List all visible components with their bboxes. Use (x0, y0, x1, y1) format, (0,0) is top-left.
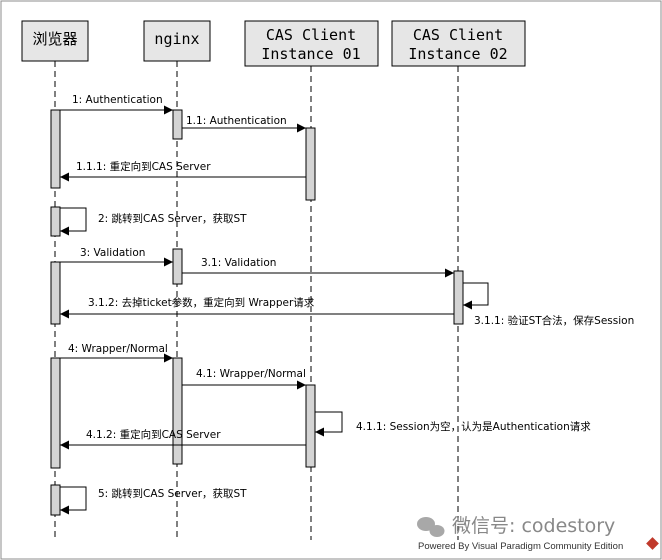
message-3-1: 3.1: Validation (182, 257, 454, 278)
activation-bar (50, 109, 61, 189)
message-label: 1: Authentication (72, 94, 163, 106)
activation-bar (172, 248, 183, 285)
activation-bar (50, 261, 61, 325)
watermark-text: 微信号: codestory (452, 515, 615, 537)
message-5-self: 5: 跳转到CAS Server，获取ST (60, 486, 247, 515)
message-self-arrow (463, 282, 489, 310)
powered-by-text: Powered By Visual Paradigm Community Edi… (418, 541, 623, 552)
activation-bar (453, 270, 464, 325)
participant-box (244, 20, 379, 67)
message-label: 4.1.1: Session为空，认为是Authentication请求 (356, 420, 591, 433)
message-label: 5: 跳转到CAS Server，获取ST (98, 487, 247, 500)
activation-bar (172, 357, 183, 465)
participant-label-line-2: Instance 01 (261, 45, 360, 63)
message-4-1-1-self: 4.1.1: Session为空，认为是Authentication请求 (315, 411, 591, 437)
message-label: 4.1.2: 重定向到CAS Server (86, 428, 221, 441)
participant-box (21, 20, 89, 62)
activation-bar (172, 109, 183, 140)
message-label: 1.1.1: 重定向到CAS Server (76, 160, 211, 173)
message-label: 3.1.2: 去掉ticket参数，重定向到 Wrapper请求 (88, 296, 315, 309)
participant-nginx: nginx (143, 20, 211, 62)
message-4-1: 4.1: Wrapper/Normal (182, 368, 306, 390)
message-label: 3: Validation (80, 247, 145, 259)
wechat-logo-icon (417, 517, 445, 537)
participant-browser: 浏览器 (21, 20, 89, 62)
message-self-arrow (60, 207, 87, 236)
message-3: 3: Validation (60, 247, 173, 267)
message-self-arrow (315, 411, 343, 437)
participant-label: nginx (154, 30, 199, 48)
participant-label-line-1: CAS Client (266, 26, 356, 44)
activation-bar (50, 206, 61, 237)
message-3-1-1-self: 3.1.1: 验证ST合法，保存Session (463, 282, 634, 327)
participant-box (143, 20, 211, 62)
message-1-1: 1.1: Authentication (182, 115, 306, 133)
message-label: 2: 跳转到CAS Server，获取ST (98, 212, 247, 225)
message-4-1-2: 4.1.2: 重定向到CAS Server (60, 428, 306, 450)
activation-bar (305, 127, 316, 201)
message-label: 3.1.1: 验证ST合法，保存Session (474, 314, 634, 327)
message-3-1-2: 3.1.2: 去掉ticket参数，重定向到 Wrapper请求 (60, 296, 454, 319)
message-1-1-1: 1.1.1: 重定向到CAS Server (60, 160, 306, 182)
participant-label-line-1: CAS Client (413, 26, 503, 44)
activation-bar (50, 357, 61, 469)
message-self-arrow (60, 486, 87, 515)
wechat-watermark: 微信号: codestory (417, 515, 615, 537)
participant-cas-client-01: CAS Client Instance 01 (244, 20, 379, 67)
message-label: 4.1: Wrapper/Normal (196, 368, 306, 380)
message-label: 3.1: Validation (201, 257, 276, 269)
activation-bar (305, 384, 316, 468)
message-label: 4: Wrapper/Normal (68, 343, 168, 355)
participant-label: 浏览器 (32, 30, 77, 48)
visual-paradigm-logo-icon (646, 537, 659, 550)
message-1: 1: Authentication (60, 94, 173, 115)
message-4: 4: Wrapper/Normal (60, 343, 173, 363)
participant-label-line-2: Instance 02 (408, 45, 507, 63)
activation-bar (50, 484, 61, 516)
participant-box (391, 20, 526, 67)
participant-cas-client-02: CAS Client Instance 02 (391, 20, 526, 67)
message-label: 1.1: Authentication (186, 115, 287, 127)
message-2-self: 2: 跳转到CAS Server，获取ST (60, 207, 247, 236)
